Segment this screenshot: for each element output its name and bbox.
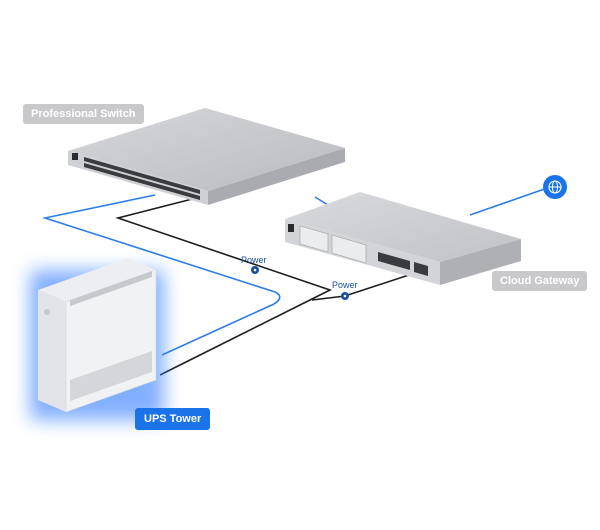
power-node-1-dot (253, 268, 257, 272)
gateway-label: Cloud Gateway (492, 271, 588, 291)
ups-label: UPS Tower (135, 408, 211, 430)
professional-switch[interactable] (68, 108, 345, 205)
ups-vent-top (70, 271, 152, 306)
ups-tower[interactable] (30, 258, 164, 420)
data-cable-switch-gateway (314, 196, 329, 206)
gateway-display (288, 224, 294, 232)
data-cable-switch-ups (41, 194, 281, 356)
power-label-2: Power (332, 280, 358, 290)
ups-power-button (44, 309, 50, 315)
switch-display (72, 153, 78, 160)
gateway-ports (378, 252, 428, 276)
power-cable-switch (115, 196, 333, 376)
gateway-drive-bays (299, 225, 367, 264)
power-label-1: Power (241, 255, 267, 265)
ups-vent-bottom (70, 351, 152, 401)
globe-icon[interactable] (543, 175, 567, 199)
switch-ports (84, 157, 200, 200)
switch-label: Professional Switch (23, 104, 144, 124)
cloud-gateway[interactable] (285, 192, 521, 285)
power-node-2-dot (343, 294, 347, 298)
data-cable-gateway-internet (469, 185, 554, 216)
power-cable-gateway (311, 271, 419, 301)
